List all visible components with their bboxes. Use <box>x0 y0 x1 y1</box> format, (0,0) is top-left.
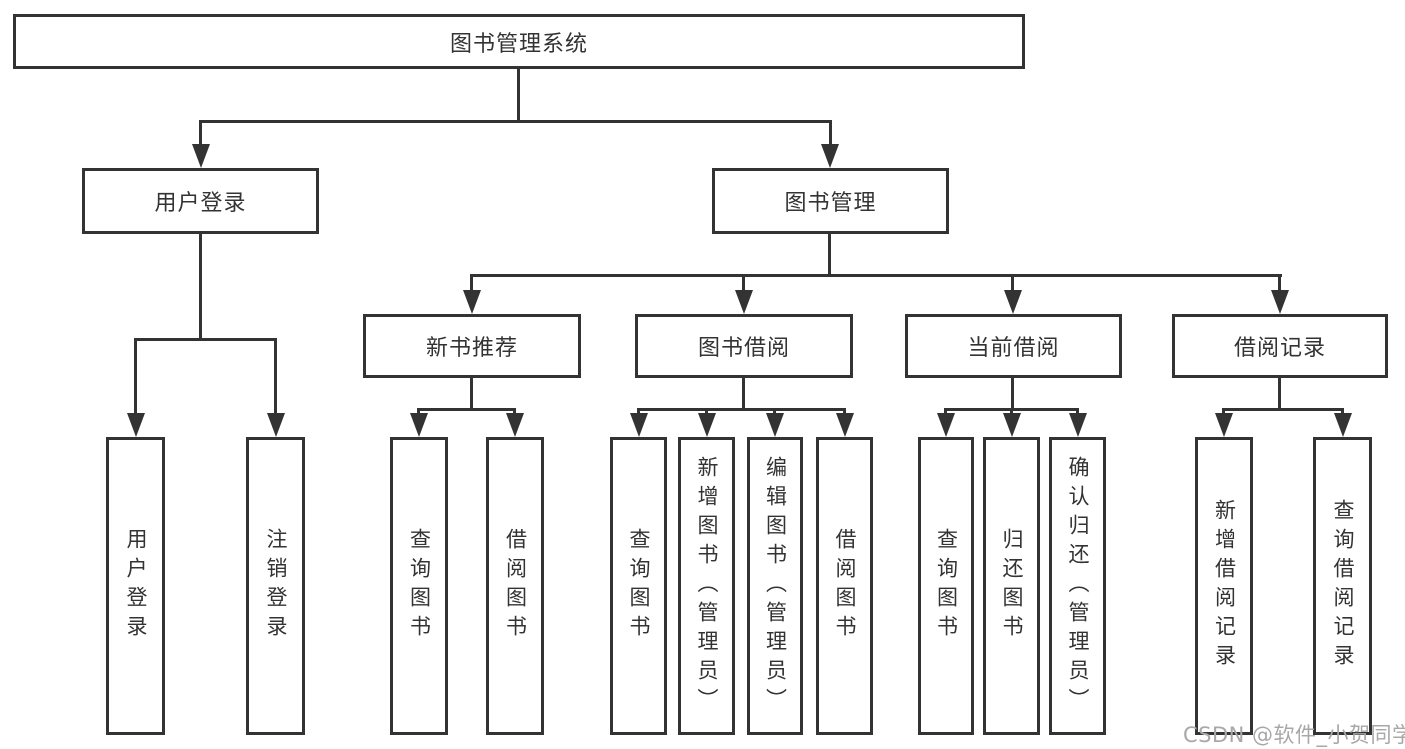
edge-newbook-rail <box>417 408 516 411</box>
edge-borrow-drop2 <box>705 408 708 414</box>
edge-borrow-drop1 <box>637 408 640 414</box>
edge-newbook-drop2 <box>513 408 516 414</box>
leaf-query-books-borrowing: 查询图书 <box>610 437 667 735</box>
leaf-add-borrow-record: 新增借阅记录 <box>1195 437 1253 735</box>
leaf-confirm-return-admin: 确认归还（管理员） <box>1049 437 1106 735</box>
edge-current-drop3 <box>1076 408 1079 414</box>
leaf-add-books-admin-label: 新增图书（管理员） <box>695 455 719 717</box>
edge-borrow-stem <box>742 378 745 408</box>
arrowhead-down-icon <box>836 413 854 437</box>
node-new-book-recommend: 新书推荐 <box>363 314 581 378</box>
arrowhead-down-icon <box>1003 413 1021 437</box>
leaf-confirm-return-admin-label: 确认归还（管理员） <box>1066 455 1090 717</box>
leaf-user-login: 用户登录 <box>106 437 165 735</box>
arrowhead-down-icon <box>1004 290 1022 314</box>
leaf-query-books-recommend: 查询图书 <box>390 437 448 735</box>
edge-records-stem <box>1278 378 1281 408</box>
node-library-system: 图书管理系统 <box>13 14 1025 69</box>
leaf-borrow-books-borrowing: 借阅图书 <box>816 437 873 735</box>
arrowhead-down-icon <box>127 413 145 437</box>
node-user-login-label: 用户登录 <box>154 191 247 216</box>
leaf-query-books-current-label: 查询图书 <box>934 528 959 644</box>
edge-mgmt-to-records <box>1278 274 1281 291</box>
watermark: CSDN @软件_小贺同学 <box>1183 723 1405 747</box>
leaf-edit-books-admin-label: 编辑图书（管理员） <box>763 455 788 717</box>
node-book-borrowing: 图书借阅 <box>635 314 853 378</box>
edge-root-stem <box>517 69 520 120</box>
arrowhead-down-icon <box>267 413 285 437</box>
edge-mgmt-rail <box>470 274 1282 277</box>
leaf-user-login-label: 用户登录 <box>124 528 148 644</box>
arrowhead-down-icon <box>463 290 481 314</box>
leaf-logout: 注销登录 <box>246 437 305 735</box>
arrowhead-down-icon <box>735 290 753 314</box>
edge-mgmt-to-newbook <box>470 274 473 291</box>
leaf-return-books-label: 归还图书 <box>1000 528 1024 644</box>
leaf-query-books-current: 查询图书 <box>918 437 974 735</box>
edge-mgmt-to-borrow <box>742 274 745 291</box>
arrowhead-down-icon <box>410 413 428 437</box>
edge-current-stem <box>1011 378 1014 408</box>
leaf-borrow-books-recommend: 借阅图书 <box>486 437 544 735</box>
edge-login-stem <box>199 234 202 338</box>
arrowhead-down-icon <box>1069 413 1087 437</box>
node-current-borrowing: 当前借阅 <box>905 314 1122 378</box>
arrowhead-down-icon <box>192 144 210 168</box>
leaf-return-books: 归还图书 <box>983 437 1040 735</box>
arrowhead-down-icon <box>630 413 648 437</box>
leaf-logout-label: 注销登录 <box>264 528 288 644</box>
edge-login-rail <box>134 338 277 341</box>
leaf-borrow-books-recommend-label: 借阅图书 <box>503 528 528 644</box>
edge-root-to-mgmt <box>829 120 832 145</box>
edge-login-to-leaf1 <box>134 338 137 414</box>
edge-borrow-drop3 <box>773 408 776 414</box>
arrowhead-down-icon <box>937 413 955 437</box>
leaf-borrow-books-borrowing-label: 借阅图书 <box>833 528 857 644</box>
edge-newbook-drop1 <box>417 408 420 414</box>
node-borrow-records: 借阅记录 <box>1172 314 1388 378</box>
leaf-edit-books-admin: 编辑图书（管理员） <box>747 437 803 735</box>
arrowhead-down-icon <box>766 413 784 437</box>
edge-records-drop1 <box>1222 408 1225 414</box>
node-book-management-label: 图书管理 <box>784 191 877 216</box>
leaf-query-borrow-record: 查询借阅记录 <box>1313 437 1372 735</box>
edge-borrow-drop4 <box>843 408 846 414</box>
node-book-management: 图书管理 <box>712 168 949 234</box>
node-book-borrowing-label: 图书借阅 <box>697 336 790 361</box>
leaf-add-books-admin: 新增图书（管理员） <box>678 437 735 735</box>
node-current-borrowing-label: 当前借阅 <box>967 336 1060 361</box>
arrowhead-down-icon <box>698 413 716 437</box>
edge-newbook-stem <box>470 378 473 408</box>
edge-records-rail <box>1222 408 1344 411</box>
edge-mgmt-to-current <box>1011 274 1014 291</box>
edge-current-drop2 <box>1010 408 1013 414</box>
leaf-add-borrow-record-label: 新增借阅记录 <box>1212 499 1237 673</box>
edge-root-to-login <box>199 120 202 145</box>
leaf-query-borrow-record-label: 查询借阅记录 <box>1331 499 1355 673</box>
arrowhead-down-icon <box>1334 413 1352 437</box>
node-library-system-label: 图书管理系统 <box>449 31 588 57</box>
edge-root-rail <box>199 120 832 123</box>
arrowhead-down-icon <box>1271 290 1289 314</box>
arrowhead-down-icon <box>506 413 524 437</box>
edge-login-to-leaf2 <box>274 338 277 414</box>
leaf-query-books-borrowing-label: 查询图书 <box>627 528 651 644</box>
edge-mgmt-stem <box>828 234 831 274</box>
edge-records-drop2 <box>1341 408 1344 414</box>
leaf-query-books-recommend-label: 查询图书 <box>407 528 432 644</box>
edge-current-drop1 <box>944 408 947 414</box>
arrowhead-down-icon <box>821 144 839 168</box>
node-new-book-recommend-label: 新书推荐 <box>425 336 518 361</box>
arrowhead-down-icon <box>1215 413 1233 437</box>
node-user-login: 用户登录 <box>82 168 319 234</box>
node-borrow-records-label: 借阅记录 <box>1233 336 1326 361</box>
edge-borrow-rail <box>637 408 846 411</box>
